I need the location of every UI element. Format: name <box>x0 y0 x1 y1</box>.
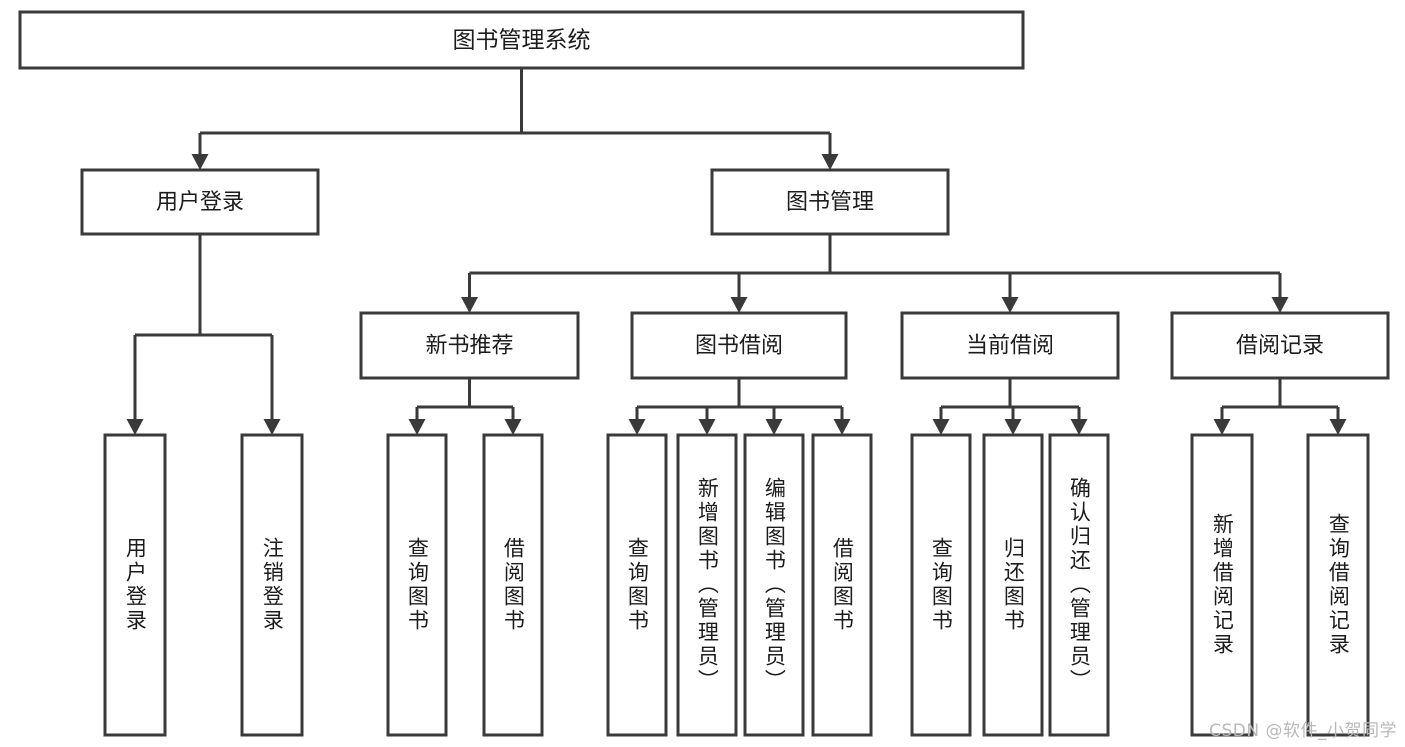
arrow-head-icon <box>1001 297 1019 313</box>
arrow-head-icon <box>1271 297 1289 313</box>
node-label-new-book-recommend: 新书推荐 <box>425 334 513 359</box>
node-label-current-borrow: 当前借阅 <box>966 334 1054 359</box>
node-box-leaf-add-borrow-record[interactable] <box>1190 433 1254 737</box>
node-label-user-login: 用户登录 <box>156 190 244 215</box>
node-box-leaf-borrow-book[interactable] <box>811 433 873 737</box>
node-box-current-borrow[interactable] <box>900 311 1120 380</box>
node-box-borrow-record[interactable] <box>1170 311 1390 380</box>
node-box-leaf-return-book[interactable] <box>982 433 1044 737</box>
arrow-head-icon <box>730 297 748 313</box>
arrow-head-icon <box>1070 419 1088 435</box>
node-box-leaf-user-login[interactable] <box>103 433 167 737</box>
node-box-leaf-query-book-rec[interactable] <box>386 433 448 737</box>
node-box-leaf-query-borrow-record[interactable] <box>1306 433 1370 737</box>
watermark-text: CSDN @软件_小贺同学 <box>1209 721 1397 741</box>
arrow-head-icon <box>504 419 522 435</box>
arrow-head-icon <box>1213 419 1231 435</box>
arrow-head-icon <box>1329 419 1347 435</box>
node-box-leaf-user-logout[interactable] <box>240 433 304 737</box>
node-box-new-book-recommend[interactable] <box>359 311 580 380</box>
arrow-head-icon <box>821 154 839 170</box>
arrow-head-icon <box>191 154 209 170</box>
node-box-layer <box>18 10 1390 737</box>
arrow-head-icon <box>461 297 478 313</box>
arrow-head-icon <box>698 419 716 435</box>
node-label-borrow-record: 借阅记录 <box>1236 334 1324 359</box>
arrow-head-icon <box>126 419 144 435</box>
node-label-book-manage: 图书管理 <box>786 190 874 215</box>
node-box-book-borrow[interactable] <box>630 311 848 380</box>
node-box-leaf-add-book-admin[interactable] <box>676 433 738 737</box>
node-box-leaf-query-book-borrow[interactable] <box>606 433 668 737</box>
node-box-leaf-query-book-cur[interactable] <box>910 433 972 737</box>
node-label-root: 图书管理系统 <box>453 28 591 54</box>
arrow-head-icon <box>932 419 950 435</box>
arrow-head-icon <box>263 419 281 435</box>
connector-layer <box>126 68 1347 435</box>
node-box-leaf-confirm-return-admin[interactable] <box>1048 433 1110 737</box>
arrow-head-icon <box>408 419 426 435</box>
arrow-head-icon <box>765 419 783 435</box>
node-label-book-borrow: 图书借阅 <box>695 334 783 359</box>
arrow-head-icon <box>628 419 646 435</box>
node-box-book-manage[interactable] <box>710 168 950 236</box>
node-box-leaf-borrow-book-rec[interactable] <box>482 433 544 737</box>
node-box-root[interactable] <box>18 10 1025 70</box>
arrow-head-icon <box>833 419 851 435</box>
node-box-user-login[interactable] <box>80 168 320 236</box>
node-box-leaf-edit-book-admin[interactable] <box>743 433 805 737</box>
arrow-head-icon <box>1004 419 1022 435</box>
